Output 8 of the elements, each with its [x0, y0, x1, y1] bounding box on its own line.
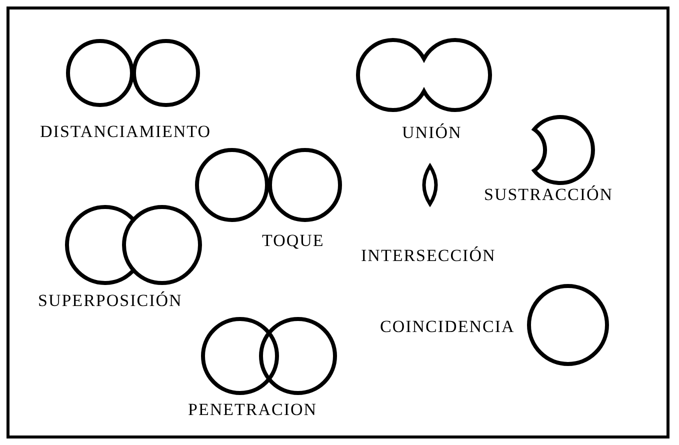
shape-caption: UNIÓN — [402, 124, 462, 141]
shape-caption: SUSTRACCIÓN — [484, 186, 614, 203]
shape-caption: SUPERPOSICIÓN — [38, 292, 182, 309]
shape-caption: INTERSECCIÓN — [361, 247, 496, 264]
shape-caption: COINCIDENCIA — [380, 318, 515, 335]
shape-caption: DISTANCIAMIENTO — [40, 123, 212, 140]
shape-caption: TOQUE — [262, 232, 324, 249]
shape-caption: PENETRACION — [188, 401, 318, 418]
